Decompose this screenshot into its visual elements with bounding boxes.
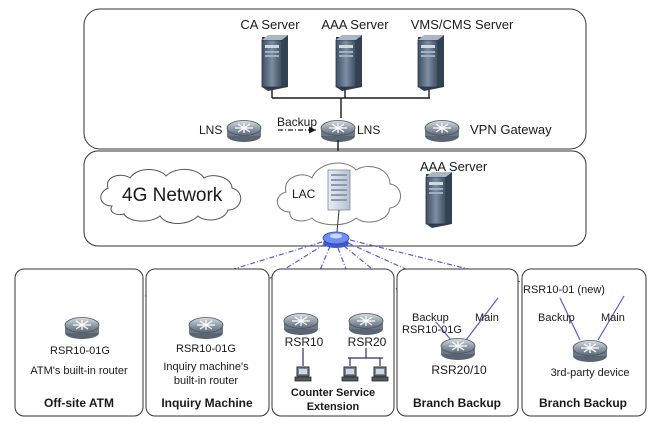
aaa-server-label-access: AAA Server xyxy=(420,159,488,174)
vms-cms-server-icon xyxy=(417,34,445,92)
branch2-backup-line xyxy=(559,297,581,341)
core-network-box xyxy=(83,8,587,150)
lns-left-label: LNS xyxy=(199,123,223,137)
lac-device-icon xyxy=(327,169,351,211)
counter-title-line1: Counter Service xyxy=(290,387,376,399)
counter-title-line2: Extension xyxy=(306,401,360,413)
counter-pc-2-icon xyxy=(341,366,359,382)
branch1-backup-label: Backup xyxy=(412,312,449,324)
inquiry-device-label: RSR10-01G xyxy=(176,343,236,355)
inquiry-caption-line2: built-in router xyxy=(173,375,239,387)
offsite-atm-device-label: RSR10-01G xyxy=(50,345,110,357)
counter-pc-3-icon xyxy=(371,366,389,382)
aaa-server-label-core: AAA Server xyxy=(321,17,389,32)
offsite-atm-box xyxy=(14,268,144,417)
counter-rsr20-router-icon xyxy=(348,312,384,336)
lns-right-label: LNS xyxy=(357,123,381,137)
offsite-atm-router-icon xyxy=(64,316,100,340)
inquiry-caption-line1: Inquiry machine's xyxy=(163,361,249,373)
third-party-router-icon xyxy=(572,339,608,363)
aaa-server-icon-access xyxy=(425,171,453,229)
branch2-device-label: RSR10-01 (new) xyxy=(523,284,605,296)
branch1-main-label: Main xyxy=(475,312,499,324)
offsite-atm-caption: ATM's built-in router xyxy=(30,365,128,377)
inquiry-router-icon xyxy=(188,316,224,340)
backup-label: Backup xyxy=(277,115,318,129)
counter-pc-1-icon xyxy=(294,366,312,382)
vpn-gateway-label: VPN Gateway xyxy=(470,122,552,137)
aaa-server-icon-core xyxy=(335,34,363,92)
branch1-main-line xyxy=(465,297,499,341)
branch2-title: Branch Backup xyxy=(538,396,628,410)
lac-label: LAC xyxy=(292,187,316,201)
vpn-gateway-router-icon xyxy=(424,119,460,143)
4g-network-cloud xyxy=(100,169,242,224)
inquiry-title: Inquiry Machine xyxy=(161,396,253,410)
branch2-third-party-label: 3rd-party device xyxy=(550,367,630,379)
branch2-backup-label: Backup xyxy=(538,312,575,324)
branch1-router-label: RSR20/10 xyxy=(431,363,487,377)
counter-rsr20-label: RSR20 xyxy=(347,335,387,349)
counter-rsr10-label: RSR10 xyxy=(284,335,324,349)
branch1-router-icon xyxy=(440,337,476,361)
branch1-title: Branch Backup xyxy=(412,396,502,410)
lns-left-router-icon xyxy=(226,119,262,143)
vms-cms-server-label: VMS/CMS Server xyxy=(410,17,514,32)
counter-rsr10-router-icon xyxy=(283,312,319,336)
4g-network-label: 4G Network xyxy=(122,185,223,206)
branch1-backup-line xyxy=(435,321,452,341)
ca-server-label: CA Server xyxy=(240,17,300,32)
hub-router-icon xyxy=(322,231,350,248)
offsite-atm-title: Off-site ATM xyxy=(44,396,114,410)
lns-right-router-icon xyxy=(320,119,356,143)
inquiry-machine-box xyxy=(145,268,270,417)
lac-to-hub-line xyxy=(336,209,340,233)
branch1-backup-device-label: RSR10-01G xyxy=(402,324,462,336)
branch2-main-line xyxy=(597,295,625,341)
ca-server-icon xyxy=(261,34,289,92)
branch2-main-label: Main xyxy=(601,312,625,324)
